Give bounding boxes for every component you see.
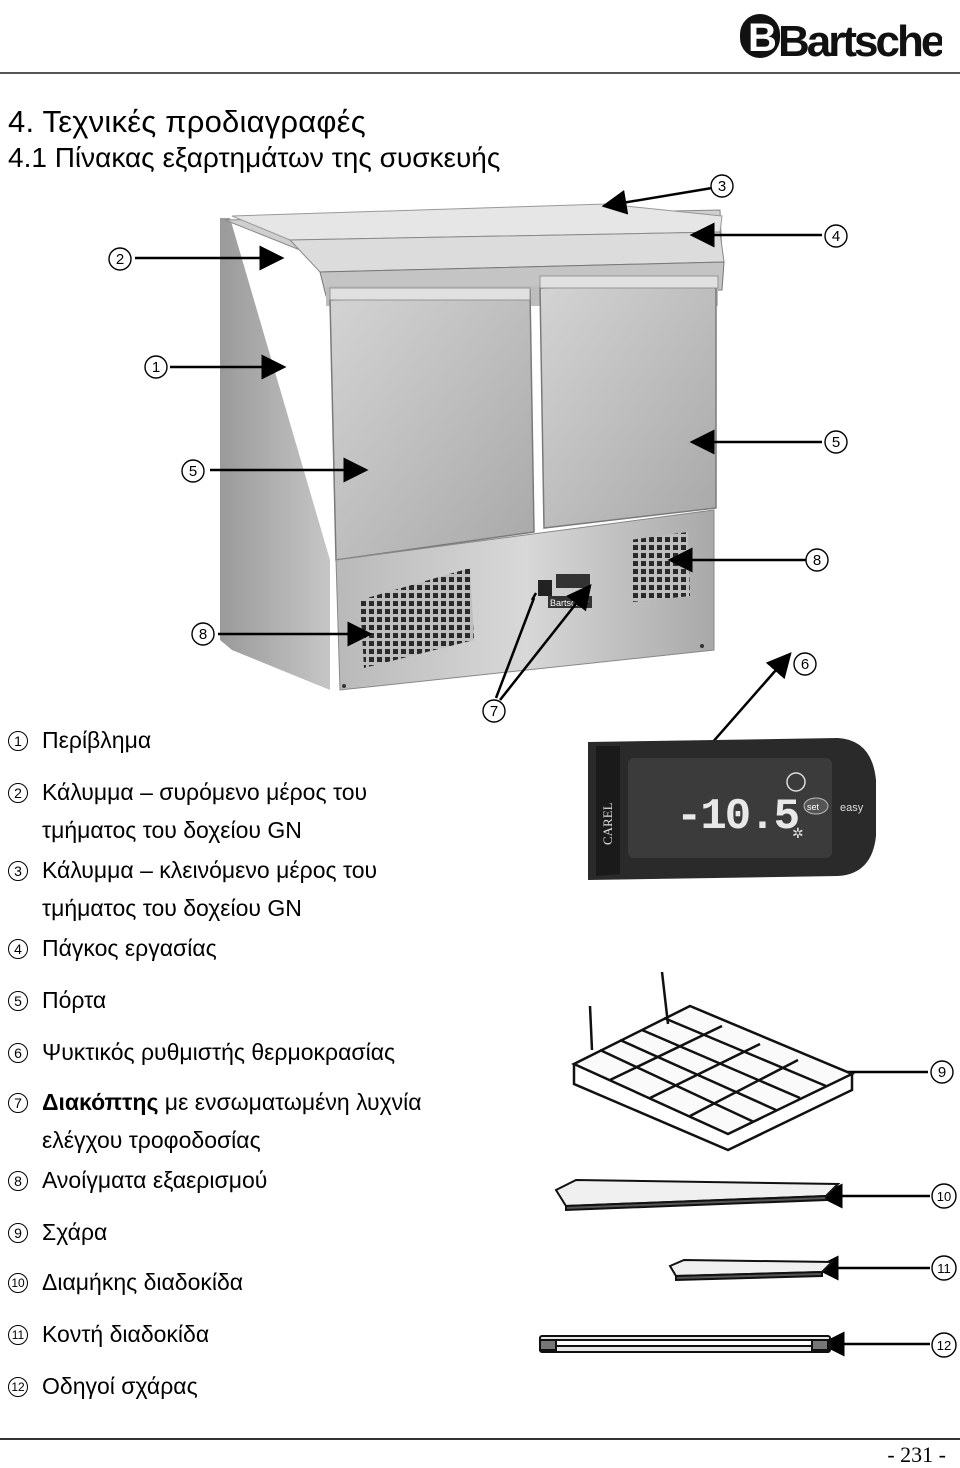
long-rail — [554, 1178, 841, 1212]
legend-number: 2 — [8, 783, 28, 803]
svg-text:7: 7 — [490, 703, 498, 720]
svg-text:10: 10 — [937, 1189, 951, 1204]
callout-10: 10 — [931, 1183, 957, 1209]
callout-4: 4 — [824, 224, 848, 248]
legend-number: 9 — [8, 1223, 28, 1243]
set-button-label: set — [807, 802, 820, 812]
legend-item-11: 11 Κοντή διαδοκίδα — [8, 1321, 209, 1353]
legend-number: 7 — [8, 1093, 28, 1113]
legend-item-9: 9 Σχάρα — [8, 1219, 107, 1251]
svg-text:B: B — [748, 16, 777, 60]
svg-text:2: 2 — [116, 251, 124, 268]
legend-item-8: 8 Ανοίγματα εξαερισμού — [8, 1167, 267, 1199]
legend-number: 12 — [8, 1377, 28, 1397]
svg-text:5: 5 — [832, 434, 840, 451]
svg-text:11: 11 — [937, 1261, 951, 1276]
svg-text:8: 8 — [199, 626, 207, 643]
legend-text: Πάγκος εργασίας — [42, 935, 217, 961]
wire-rack — [571, 971, 856, 1152]
temperature-display: -10.5 — [676, 792, 799, 842]
legend-number: 3 — [8, 861, 28, 881]
legend-text: Διαμήκης διαδοκίδα — [42, 1269, 244, 1295]
callout-12: 12 — [931, 1332, 957, 1358]
section-title: 4. Τεχνικές προδιαγραφές — [8, 104, 366, 139]
callout-7: 7 — [482, 699, 506, 723]
legend-item-10: 10 Διαμήκης διαδοκίδα — [8, 1269, 243, 1301]
callout-6: 6 — [793, 652, 817, 676]
bartscher-logo: B Bartscher — [740, 14, 942, 66]
callout-3: 3 — [710, 174, 734, 198]
legend-number: 10 — [8, 1273, 28, 1293]
callout-2: 2 — [108, 247, 132, 271]
footer-divider — [0, 1438, 960, 1440]
legend-text: Σχάρα — [42, 1219, 108, 1245]
svg-text:1: 1 — [152, 359, 160, 376]
svg-text:4: 4 — [832, 228, 840, 245]
legend-text: Πόρτα — [42, 987, 107, 1013]
svg-text:9: 9 — [938, 1064, 946, 1081]
callout-numbers: 3 4 2 1 5 5 8 8 6 7 9 10 11 12 — [108, 174, 957, 1358]
callout-arrows — [135, 186, 930, 1357]
callout-5-left: 5 — [181, 459, 205, 483]
svg-text:8: 8 — [813, 552, 821, 569]
legend-item-4: 4 Πάγκος εργασίας — [8, 935, 217, 967]
brand-name: Bartscher — [778, 17, 942, 66]
short-rail — [668, 1258, 835, 1282]
legend-text: Ψυκτικός ρυθμιστής θερμοκρασίας — [42, 1039, 396, 1065]
legend-text: Περίβλημα — [42, 727, 152, 753]
legend-item-12: 12 Οδηγοί σχάρας — [8, 1373, 198, 1405]
legend-text: Κοντή διαδοκίδα — [42, 1321, 210, 1347]
callout-9: 9 — [930, 1060, 954, 1084]
subsection-title: 4.1 Πίνακας εξαρτημάτων της συσκευής — [8, 142, 501, 173]
legend-text: Οδηγοί σχάρας — [42, 1373, 198, 1399]
legend-text: Ανοίγματα εξαερισμού — [42, 1167, 268, 1193]
legend-number: 1 — [8, 731, 28, 751]
callout-5-right: 5 — [824, 430, 848, 454]
legend-number: 6 — [8, 1043, 28, 1063]
svg-text:✲: ✲ — [792, 826, 804, 842]
legend-number: 4 — [8, 939, 28, 959]
legend-item-5: 5 Πόρτα — [8, 987, 106, 1019]
callout-8-left: 8 — [191, 622, 215, 646]
callout-11: 11 — [931, 1255, 957, 1281]
svg-text:3: 3 — [718, 178, 726, 195]
temperature-controller: CAREL -10.5 set easy ✲ — [588, 738, 876, 880]
callout-8-right: 8 — [805, 548, 829, 572]
carel-brand: CAREL — [600, 802, 615, 845]
appliance-diagram: Bartscher 3 4 2 1 5 5 8 8 6 7 9 10 11 — [108, 174, 957, 1358]
controller-model: easy — [840, 802, 864, 814]
legend-item-1: 1 Περίβλημα — [8, 727, 151, 759]
header-divider — [0, 72, 960, 74]
svg-text:12: 12 — [937, 1338, 951, 1353]
page-number: - 231 - — [887, 1442, 946, 1467]
legend-item-6: 6 Ψυκτικός ρυθμιστής θερμοκρασίας — [8, 1039, 395, 1071]
cabinet: Bartscher — [220, 203, 725, 691]
panel-brand: Bartscher — [550, 598, 589, 608]
svg-text:6: 6 — [801, 656, 809, 673]
legend-number: 11 — [8, 1325, 28, 1345]
rack-guides — [539, 1335, 831, 1353]
svg-text:5: 5 — [189, 463, 197, 480]
legend-number: 8 — [8, 1171, 28, 1191]
callout-1: 1 — [144, 355, 168, 379]
legend-number: 5 — [8, 991, 28, 1011]
